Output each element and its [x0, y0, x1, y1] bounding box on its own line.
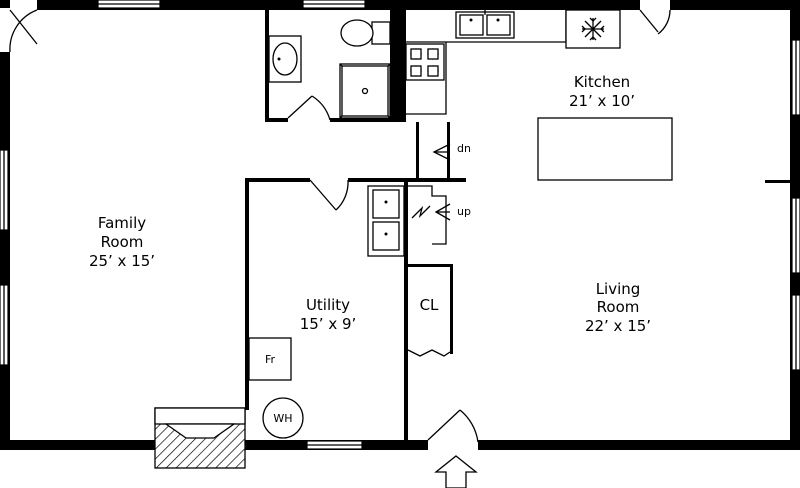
interior-walls	[245, 10, 790, 442]
bathroom	[268, 19, 391, 119]
family-room-name-2: Room	[101, 233, 144, 251]
living-room-size: 22’ x 15’	[585, 317, 651, 335]
doors	[0, 0, 671, 443]
snowflake-icon	[581, 17, 605, 41]
kitchen-name: Kitchen	[574, 73, 630, 91]
entry-arrow-icon	[434, 455, 478, 488]
stairs-up-label: up	[457, 205, 471, 218]
windows	[0, 0, 800, 450]
stairs	[408, 143, 451, 245]
fireplace	[154, 407, 246, 469]
stairs-down-label: dn	[457, 142, 471, 155]
utility-name: Utility	[306, 296, 350, 314]
living-room-name-2: Room	[597, 298, 640, 316]
kitchen-fixtures	[405, 9, 673, 181]
room-labels: Family Room 25’ x 15’ Kitchen 21’ x 10’ …	[89, 73, 651, 425]
living-room-name-1: Living	[596, 280, 641, 298]
family-room-size: 25’ x 15’	[89, 252, 155, 270]
closet-label: CL	[420, 296, 439, 314]
water-heater-label: WH	[273, 412, 292, 425]
utility-size: 15’ x 9’	[300, 315, 357, 333]
family-room-name-1: Family	[98, 214, 146, 232]
utility-fixtures	[248, 185, 405, 439]
kitchen-size: 21’ x 10’	[569, 92, 635, 110]
freezer-label: Fr	[265, 353, 276, 366]
